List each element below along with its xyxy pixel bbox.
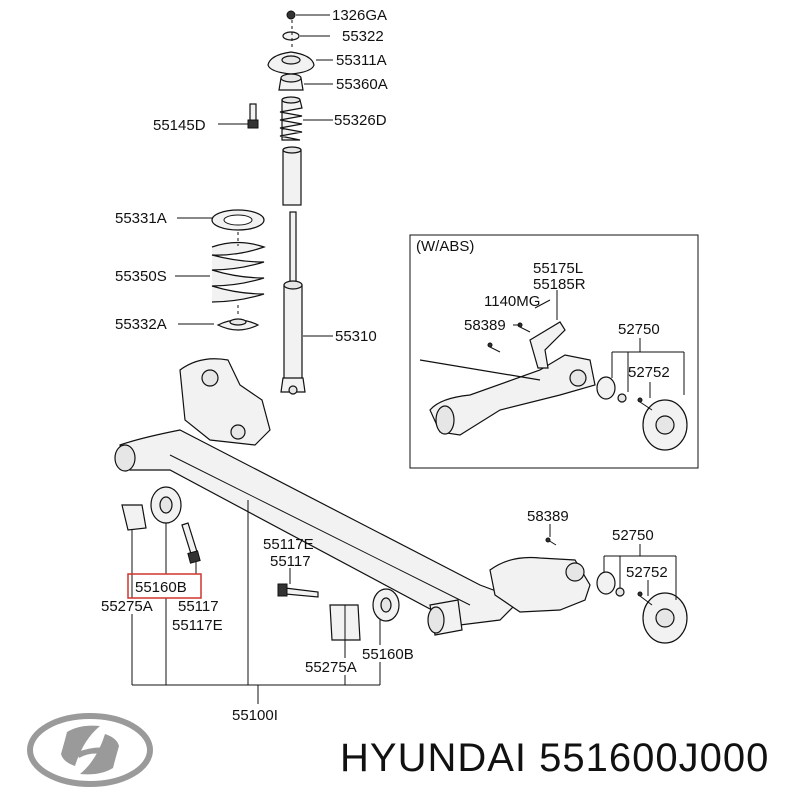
piston-rod	[289, 211, 297, 283]
label-55117-top: 55117	[270, 553, 311, 570]
label-55185R: 55185R	[533, 276, 586, 293]
label-52750: 52750	[612, 527, 654, 544]
label-55117E-bottom: 55117E	[172, 617, 223, 634]
label-55310: 55310	[335, 328, 377, 345]
washer-55322	[282, 31, 300, 41]
label-58389: 58389	[527, 508, 569, 525]
label-1140MG: 1140MG	[484, 293, 540, 310]
bushing-55160B-right	[372, 588, 400, 622]
highlight-box	[127, 573, 202, 599]
label-55275A-right: 55275A	[305, 659, 357, 676]
brand-caption: HYUNDAI 551600J000	[340, 736, 770, 780]
leader-lines	[131, 290, 685, 704]
label-52750-inset: 52750	[618, 321, 660, 338]
shock-absorber-55310	[283, 284, 303, 381]
label-55360A: 55360A	[336, 76, 388, 93]
hyundai-logo	[27, 713, 153, 787]
label-1326GA: 1326GA	[332, 7, 387, 24]
label-55100I: 55100I	[232, 707, 278, 724]
hub-assembly-right	[545, 537, 688, 644]
label-55145D: 55145D	[153, 117, 206, 134]
coil-spring-55350S	[211, 241, 266, 303]
label-55175L: 55175L	[533, 260, 583, 277]
nut-1326GA	[286, 10, 296, 20]
rear-axle-beam	[114, 358, 591, 636]
label-55332A: 55332A	[115, 316, 167, 333]
bellows-55326D	[279, 99, 303, 141]
label-55311A: 55311A	[336, 52, 387, 69]
strut-assembly	[175, 10, 333, 395]
label-55275A-left: 55275A	[101, 598, 153, 615]
label-58389-inset: 58389	[464, 317, 506, 334]
label-55331A: 55331A	[115, 210, 167, 227]
label-52752: 52752	[626, 564, 668, 581]
bolt-55117E	[284, 587, 319, 598]
bushing-55160B-left	[150, 486, 182, 524]
label-55117E-top: 55117E	[263, 536, 314, 553]
label-55326D: 55326D	[334, 112, 387, 129]
label-52752-inset: 52752	[628, 364, 670, 381]
label-55160B-right: 55160B	[362, 646, 414, 663]
dust-cover	[282, 149, 302, 206]
label-55350S: 55350S	[115, 268, 167, 285]
label-55322: 55322	[342, 28, 384, 45]
part-labels: 1326GA 55322 55311A 55360A 55145D 55326D…	[101, 7, 670, 724]
label-wabs: (W/ABS)	[416, 238, 474, 255]
label-55160B-highlighted: 55160B	[135, 579, 187, 596]
torsion-beam	[119, 429, 522, 626]
bracket-55275A-left	[121, 504, 147, 531]
label-55117-bottom: 55117	[178, 598, 219, 615]
